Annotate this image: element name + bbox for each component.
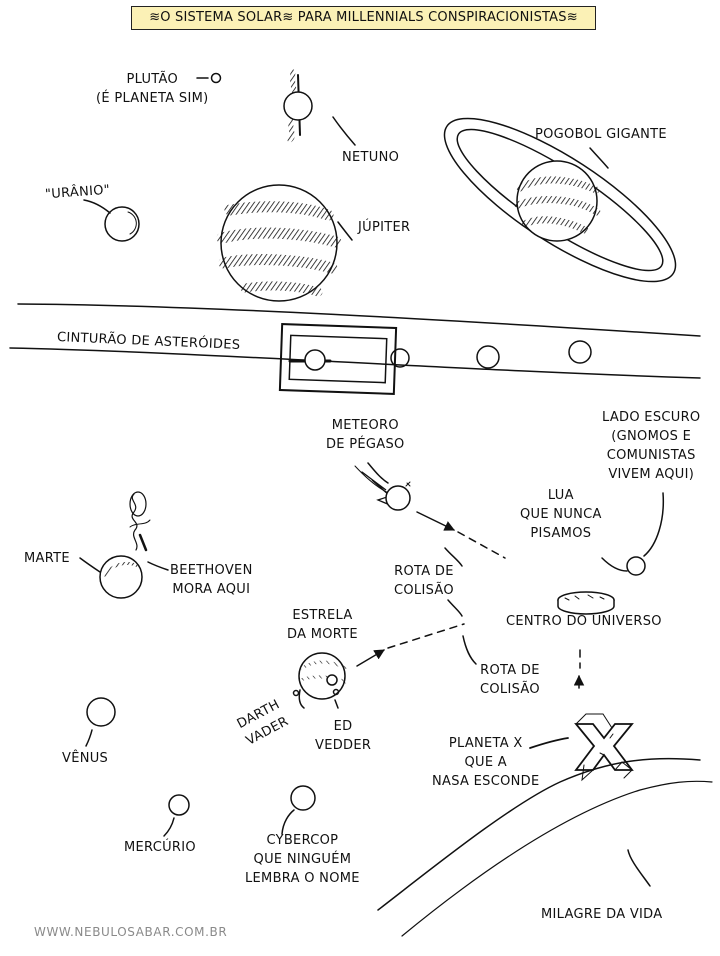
uranus-planet [83, 199, 140, 242]
cybercop-planet [281, 785, 316, 835]
cybercop-label: CYBERCOP QUE NINGUÉM LEMBRA O NOME [245, 833, 360, 886]
ed-vedder-label: ED VEDDER [315, 719, 372, 753]
collision-route-2-label: ROTA DE COLISÃO [480, 663, 540, 697]
planet-x-label: PLANETA X QUE A NASA ESCONDE [432, 736, 540, 789]
neptune-label: NETUNO [342, 150, 400, 165]
moon-label: LUA QUE NUNCA PISAMOS [520, 488, 602, 541]
page-title: ≋O SISTEMA SOLAR≋ PARA MILLENNIALS CONSP… [131, 6, 596, 30]
universe-center-label: CENTRO DO UNIVERSO [506, 614, 662, 629]
life-planet [377, 757, 713, 937]
mars-label: MARTE [24, 551, 70, 566]
site-url: WWW.NEBULOSABAR.COM.BR [34, 925, 228, 939]
venus-planet [85, 697, 116, 747]
planet-x [529, 713, 634, 782]
pogobol-label: POGOBOL GIGANTE [535, 127, 667, 142]
jupiter-label: JÚPITER [358, 220, 411, 235]
saturn-planet [443, 117, 677, 283]
collision-paths [387, 531, 581, 669]
mercury-planet [163, 794, 190, 837]
mercury-label: MERCÚRIO [124, 840, 196, 855]
moon [601, 492, 665, 576]
pluto-label: PLUTÃO (É PLANETA SIM) [96, 72, 209, 106]
venus-label: VÊNUS [62, 751, 109, 766]
miracle-of-life-label: MILAGRE DA VIDA [541, 907, 663, 922]
pluto-planet [196, 72, 222, 84]
meteor-pegasus [354, 462, 455, 531]
asteroid-belt [9, 303, 701, 396]
neptune-planet [283, 69, 356, 146]
death-star [292, 652, 348, 709]
mars-planet [79, 491, 169, 599]
jupiter-planet [216, 184, 353, 302]
dark-side-label: LADO ESCURO (GNOMOS E COMUNISTAS VIVEM A… [602, 410, 701, 482]
death-star-label: ESTRELA DA MORTE [287, 608, 358, 642]
meteor-label: METEORO DE PÉGASO [326, 418, 405, 452]
collision-route-1-label: ROTA DE COLISÃO [394, 564, 454, 598]
universe-center [557, 591, 615, 615]
beethoven-label: BEETHOVEN MORA AQUI [170, 563, 253, 597]
